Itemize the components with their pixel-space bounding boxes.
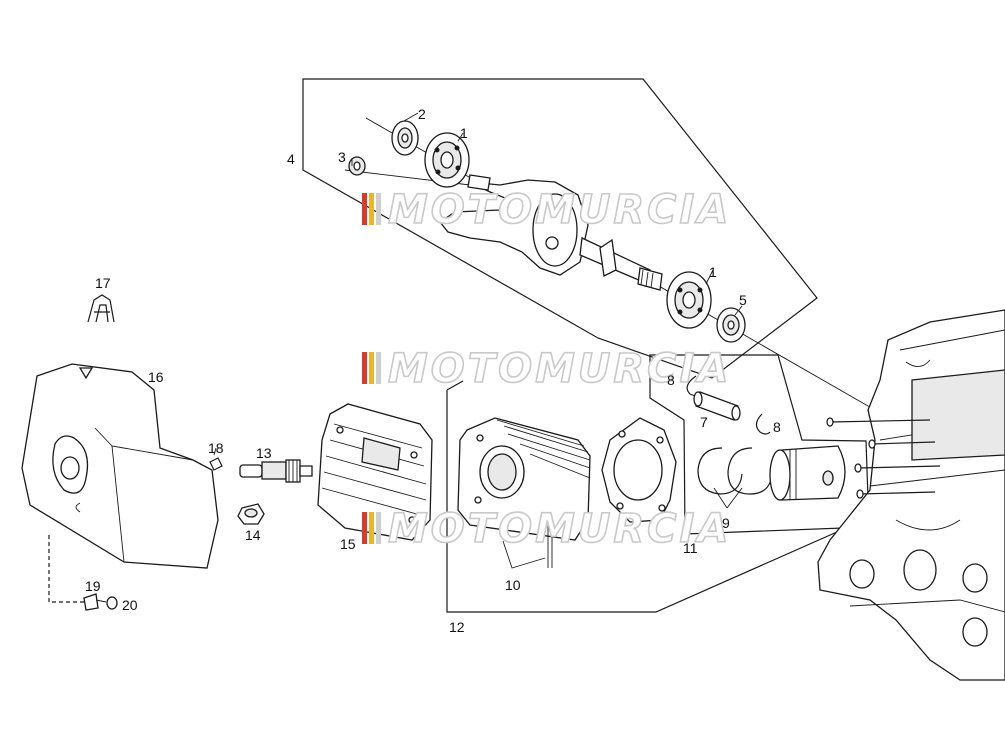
screw-19 — [83, 593, 107, 611]
stripe-yellow — [369, 352, 374, 384]
watermark-text: MOTOMURCIA — [388, 187, 731, 233]
callout-11: 11 — [683, 540, 698, 556]
piston-group — [649, 354, 870, 535]
callout-4: 4 — [287, 151, 295, 167]
callout-3: 3 — [338, 149, 346, 165]
callout-17: 17 — [95, 275, 111, 291]
crankcase — [817, 309, 1005, 681]
cooling-cover-16 — [21, 363, 219, 569]
clip-18 — [209, 457, 223, 471]
stud-lower — [857, 465, 941, 469]
nut-14 — [237, 503, 265, 525]
callout-14: 14 — [245, 527, 261, 543]
leader-lines — [213, 112, 743, 509]
spark-plug-13 — [239, 459, 313, 483]
stripe-yellow — [369, 193, 374, 225]
crankshaft — [439, 174, 663, 291]
watermark-top: MOTOMURCIA — [362, 186, 731, 234]
bearing-2 — [391, 120, 419, 156]
stud-bottom — [859, 491, 936, 495]
callout-13: 13 — [256, 445, 272, 461]
callout-1: 1 — [460, 125, 468, 141]
callout-8: 8 — [773, 419, 781, 435]
callout-9: 9 — [722, 515, 730, 531]
callout-16: 16 — [148, 369, 164, 385]
watermark-bottom: MOTOMURCIA — [362, 505, 731, 553]
gasket — [601, 417, 677, 523]
crankshaft-group — [302, 78, 876, 411]
cylinder-10 — [457, 417, 591, 568]
piston — [769, 445, 846, 501]
circlip-8-right — [755, 413, 771, 435]
stripe-red — [362, 512, 367, 544]
bearing-1-left — [424, 132, 470, 188]
bearing-1-right — [666, 271, 712, 329]
callout-12: 12 — [449, 619, 465, 635]
callout-15: 15 — [340, 536, 356, 552]
watermark-text: MOTOMURCIA — [388, 346, 731, 392]
callout-20: 20 — [122, 597, 138, 613]
cylinder-head-15 — [317, 403, 433, 541]
seal-5 — [716, 307, 746, 343]
stud-top — [829, 419, 931, 423]
stripe-grey — [376, 193, 381, 225]
callout-labels: 1 1 2 3 4 5 7 8 8 9 10 11 12 13 14 15 16… — [85, 106, 781, 635]
stud-middle — [871, 441, 936, 445]
stripe-yellow — [369, 512, 374, 544]
callout-18: 18 — [208, 440, 224, 456]
leader-10 — [502, 540, 546, 569]
watermark-middle: MOTOMURCIA — [362, 345, 731, 393]
stripe-grey — [376, 352, 381, 384]
callout-19: 19 — [85, 578, 101, 594]
stripe-red — [362, 193, 367, 225]
leader-19 — [48, 535, 84, 603]
stripe-grey — [376, 512, 381, 544]
stripe-red — [362, 352, 367, 384]
group-outline-12 — [446, 390, 856, 613]
callout-8: 8 — [667, 372, 675, 388]
piston-rings-9 — [697, 447, 773, 495]
callout-7: 7 — [700, 414, 708, 430]
watermark-text: MOTOMURCIA — [388, 506, 731, 552]
piston-pin-7 — [693, 391, 741, 421]
callout-5: 5 — [739, 292, 747, 308]
clip-17 — [87, 294, 115, 323]
group-outline-4 — [302, 78, 818, 379]
callout-10: 10 — [505, 577, 521, 593]
callout-2: 2 — [418, 106, 426, 122]
cylinder-group — [446, 380, 856, 613]
washer-20 — [106, 596, 118, 610]
seal-3 — [348, 156, 366, 176]
callout-1: 1 — [709, 264, 717, 280]
